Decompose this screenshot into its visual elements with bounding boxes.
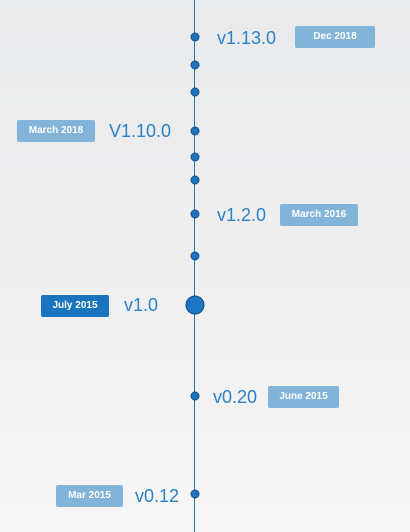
timeline-marker[interactable] (190, 32, 200, 42)
date-badge[interactable]: June 2015 (268, 386, 339, 408)
timeline-marker[interactable] (190, 175, 200, 185)
version-label[interactable]: v1.2.0 (217, 205, 267, 225)
current-release-marker[interactable] (185, 295, 205, 315)
timeline-marker[interactable] (190, 251, 200, 261)
timeline-marker[interactable] (190, 152, 200, 162)
version-label[interactable]: v0.20 (213, 387, 258, 407)
timeline-marker[interactable] (190, 489, 200, 499)
date-badge[interactable]: Dec 2018 (295, 26, 375, 48)
timeline-axis (194, 0, 195, 532)
version-label[interactable]: v0.12 (135, 486, 180, 506)
date-badge[interactable]: March 2018 (17, 120, 95, 142)
version-label[interactable]: v1.13.0 (217, 28, 277, 48)
date-badge-active[interactable]: July 2015 (41, 295, 109, 317)
timeline-marker[interactable] (190, 209, 200, 219)
timeline-marker[interactable] (190, 87, 200, 97)
timeline-marker[interactable] (190, 126, 200, 136)
date-badge[interactable]: Mar 2015 (56, 485, 123, 507)
timeline-marker[interactable] (190, 391, 200, 401)
version-label[interactable]: V1.10.0 (109, 121, 172, 141)
version-label[interactable]: v1.0 (124, 295, 159, 315)
date-badge[interactable]: March 2016 (280, 204, 358, 226)
timeline-marker[interactable] (190, 60, 200, 70)
